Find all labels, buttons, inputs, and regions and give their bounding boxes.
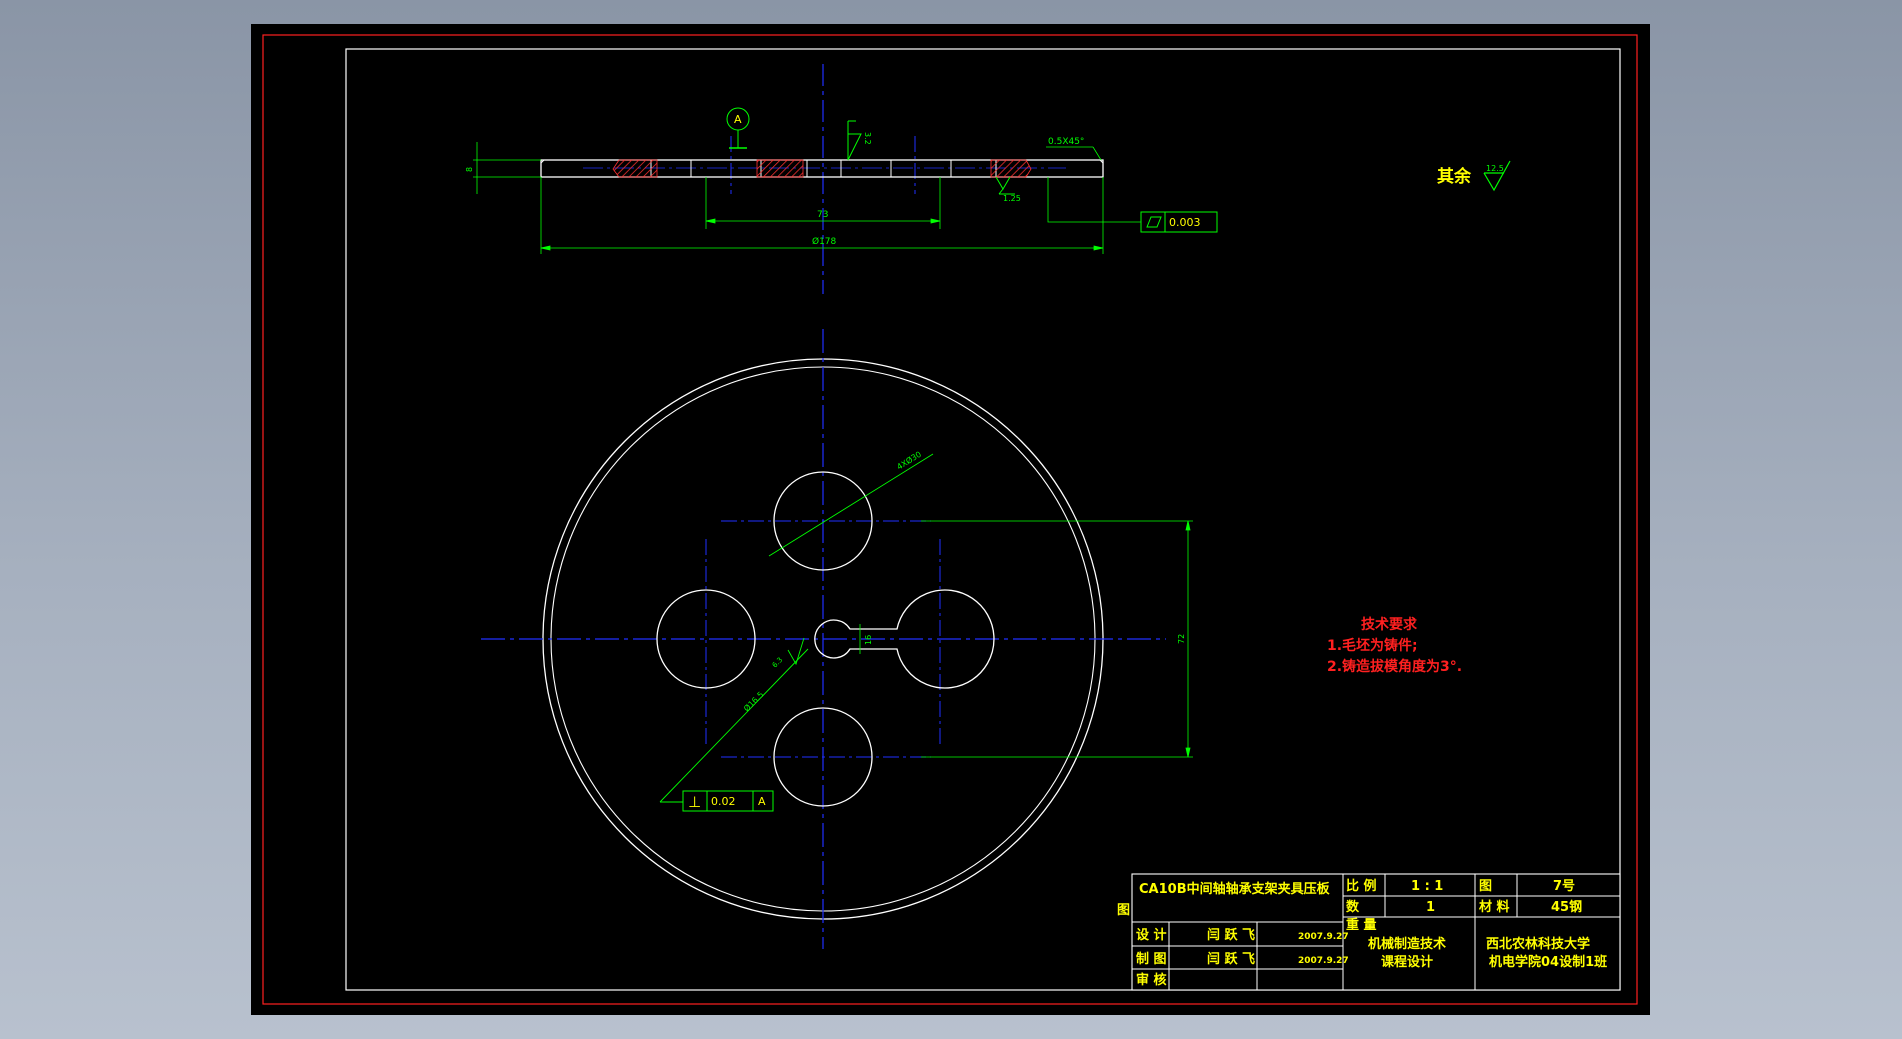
slot-width: 16 <box>864 635 873 645</box>
title-block: CA10B中间轴轴承支架夹具压板 图 比 例 1 : 1 图 7号 数 重 量 … <box>1117 873 1621 991</box>
slot-keyhole <box>814 589 995 689</box>
school-line2: 机电学院04设制1班 <box>1489 954 1607 970</box>
hole-dim: 4XØ30 <box>895 449 923 472</box>
general-roughness: 其余 12.5 <box>1437 160 1511 192</box>
chamfer-text: 0.5X45° <box>1048 137 1084 147</box>
datum-symbol: A <box>726 107 750 149</box>
perp-value: 0.02 <box>711 795 736 808</box>
outer-border <box>262 34 1638 1005</box>
course-line1: 机械制造技术 <box>1368 936 1446 952</box>
rough-3-2-text: 3.2 <box>863 132 872 145</box>
hole-top <box>773 471 873 571</box>
dim-73: 73 <box>817 210 828 220</box>
inner-border <box>345 48 1621 991</box>
plate-section <box>540 159 1104 178</box>
design-date: 2007.9.27 <box>1298 932 1349 942</box>
course-line2: 课程设计 <box>1381 954 1433 970</box>
small-hole-dim: Ø16.5 <box>741 689 765 713</box>
tech-requirements: 技术要求 1.毛坯为铸件; 2.铸造拔模角度为3°. <box>1327 616 1462 675</box>
qty-value: 1 <box>1426 900 1435 915</box>
qty-label: 数 <box>1346 899 1360 915</box>
bottom-rough: 6.3 <box>771 656 785 670</box>
plan-view: 4XØ30 16 72 Ø16.5 6.3 ⊥ 0.02 A <box>481 329 1193 949</box>
general-roughness-value: 12.5 <box>1486 164 1504 173</box>
material-value: 45钢 <box>1551 899 1582 915</box>
part-name: CA10B中间轴轴承支架夹具压板 <box>1139 881 1331 897</box>
rough-1-25-text: 1.25 <box>1003 194 1021 203</box>
dim-thickness: 8 <box>465 167 474 172</box>
design-label: 设 计 <box>1136 927 1167 943</box>
review-label: 审 核 <box>1136 972 1167 988</box>
school-line1: 西北农林科技大学 <box>1486 936 1590 952</box>
hole-bottom <box>773 707 873 807</box>
perp-datum: A <box>758 795 766 808</box>
material-label: 材 料 <box>1479 899 1510 915</box>
draw-name: 闫 跃 飞 <box>1207 951 1255 967</box>
dim-dia178: Ø178 <box>812 236 837 247</box>
tech-req-line1: 1.毛坯为铸件; <box>1327 637 1418 654</box>
side-char: 图 <box>1117 903 1130 918</box>
weight-label: 重 量 <box>1346 917 1377 933</box>
datum-label: A <box>734 113 742 126</box>
drawing-no-label: 图 <box>1479 879 1492 894</box>
flatness-value: 0.003 <box>1169 216 1201 229</box>
cad-drawing: 8 A 3.2 1.25 0.5X45° 0.003 <box>262 34 1638 1005</box>
scale-label: 比 例 <box>1346 878 1377 894</box>
draw-label: 制 图 <box>1136 951 1167 967</box>
design-name: 闫 跃 飞 <box>1207 927 1255 943</box>
draw-date: 2007.9.27 <box>1298 956 1349 966</box>
roughness-3-2 <box>847 120 862 161</box>
dim-72: 72 <box>1177 634 1186 644</box>
tech-req-title: 技术要求 <box>1361 616 1418 633</box>
roughness-1-25 <box>995 176 1015 195</box>
scale-value: 1 : 1 <box>1411 879 1443 894</box>
drawing-no-value: 7号 <box>1553 879 1575 894</box>
perp-symbol: ⊥ <box>688 793 701 811</box>
section-view: 8 A 3.2 1.25 0.5X45° 0.003 <box>465 64 1218 294</box>
tech-req-line2: 2.铸造拔模角度为3°. <box>1327 658 1462 675</box>
drawing-sheet: 8 A 3.2 1.25 0.5X45° 0.003 <box>251 24 1650 1015</box>
general-roughness-label: 其余 <box>1437 166 1472 187</box>
hole-left <box>656 589 756 689</box>
